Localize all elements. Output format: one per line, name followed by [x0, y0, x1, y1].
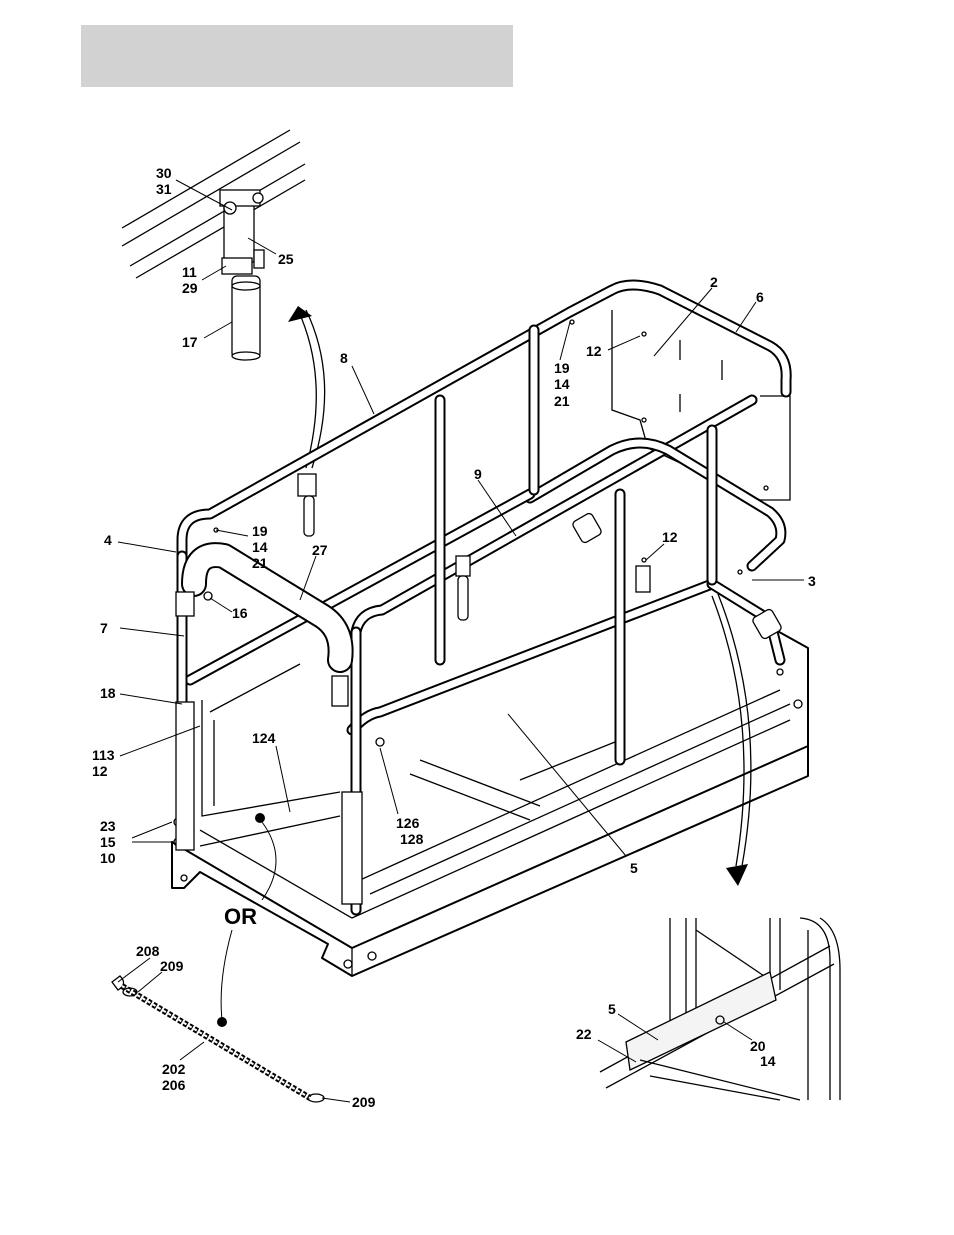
pin-arrow [288, 306, 325, 468]
callout-14-top: 14 [554, 376, 570, 392]
callout-12-left: 12 [92, 763, 108, 779]
callout-12-top: 12 [586, 343, 602, 359]
callout-10: 10 [100, 850, 116, 866]
callout-labels: 30 31 25 11 29 17 8 2 6 12 19 14 21 9 19… [92, 165, 816, 1110]
callout-209-top: 209 [160, 958, 184, 974]
pin-detail-inset [122, 130, 305, 360]
callout-23: 23 [100, 818, 116, 834]
callout-30: 30 [156, 165, 172, 181]
callout-19-left: 19 [252, 523, 268, 539]
callout-128: 128 [400, 831, 424, 847]
callout-17: 17 [182, 334, 198, 350]
callout-208: 208 [136, 943, 160, 959]
callout-113: 113 [92, 747, 115, 763]
callout-21-left: 21 [252, 555, 268, 571]
callout-9: 9 [474, 466, 482, 482]
callout-14-left: 14 [252, 539, 268, 555]
callout-124: 124 [252, 730, 276, 746]
callout-25: 25 [278, 251, 294, 267]
callout-126: 126 [396, 815, 420, 831]
callout-3: 3 [808, 573, 816, 589]
callout-209-bottom: 209 [352, 1094, 376, 1110]
callout-5-inset: 5 [608, 1001, 616, 1017]
mid-rail [190, 494, 780, 730]
callout-21-top: 21 [554, 393, 570, 409]
callout-202: 202 [162, 1061, 186, 1077]
callout-7: 7 [100, 620, 108, 636]
callout-20: 20 [750, 1038, 766, 1054]
callout-11: 11 [182, 264, 197, 280]
pin-fittings [204, 320, 783, 746]
callout-14-inset: 14 [760, 1053, 776, 1069]
leader-lines [118, 180, 804, 1102]
callout-206: 206 [162, 1077, 186, 1093]
callout-31: 31 [156, 181, 172, 197]
callout-15: 15 [100, 834, 116, 850]
callout-8: 8 [340, 350, 348, 366]
callout-6: 6 [756, 289, 764, 305]
callout-27: 27 [312, 542, 328, 558]
floor-frame [360, 690, 790, 894]
platform-base [172, 628, 808, 976]
or-label: OR [224, 904, 257, 929]
callout-12-mid: 12 [662, 529, 678, 545]
rail-joint-inset [600, 918, 840, 1100]
callout-16: 16 [232, 605, 248, 621]
callout-2: 2 [710, 274, 718, 290]
callout-19-top: 19 [554, 360, 570, 376]
callout-22: 22 [576, 1026, 592, 1042]
callout-29: 29 [182, 280, 198, 296]
callout-18: 18 [100, 685, 116, 701]
callout-4: 4 [104, 532, 112, 548]
callout-5-main: 5 [630, 860, 638, 876]
